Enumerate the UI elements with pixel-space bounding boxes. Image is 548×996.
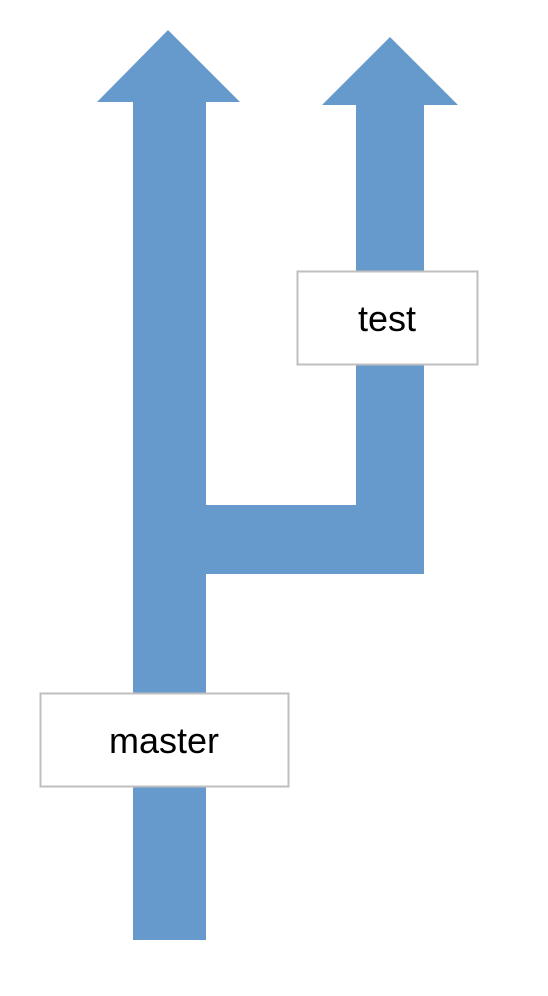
master-branch-label: master: [39, 692, 290, 788]
test-label-box: [296, 270, 479, 366]
branch-connector: [200, 102, 424, 574]
master-label-text: master: [109, 720, 219, 761]
master-branch-arrow: [97, 30, 240, 940]
test-branch-label: test: [296, 270, 479, 366]
test-label-text: test: [358, 298, 416, 339]
test-branch-arrow: [322, 37, 458, 105]
master-label-box: [39, 692, 290, 788]
